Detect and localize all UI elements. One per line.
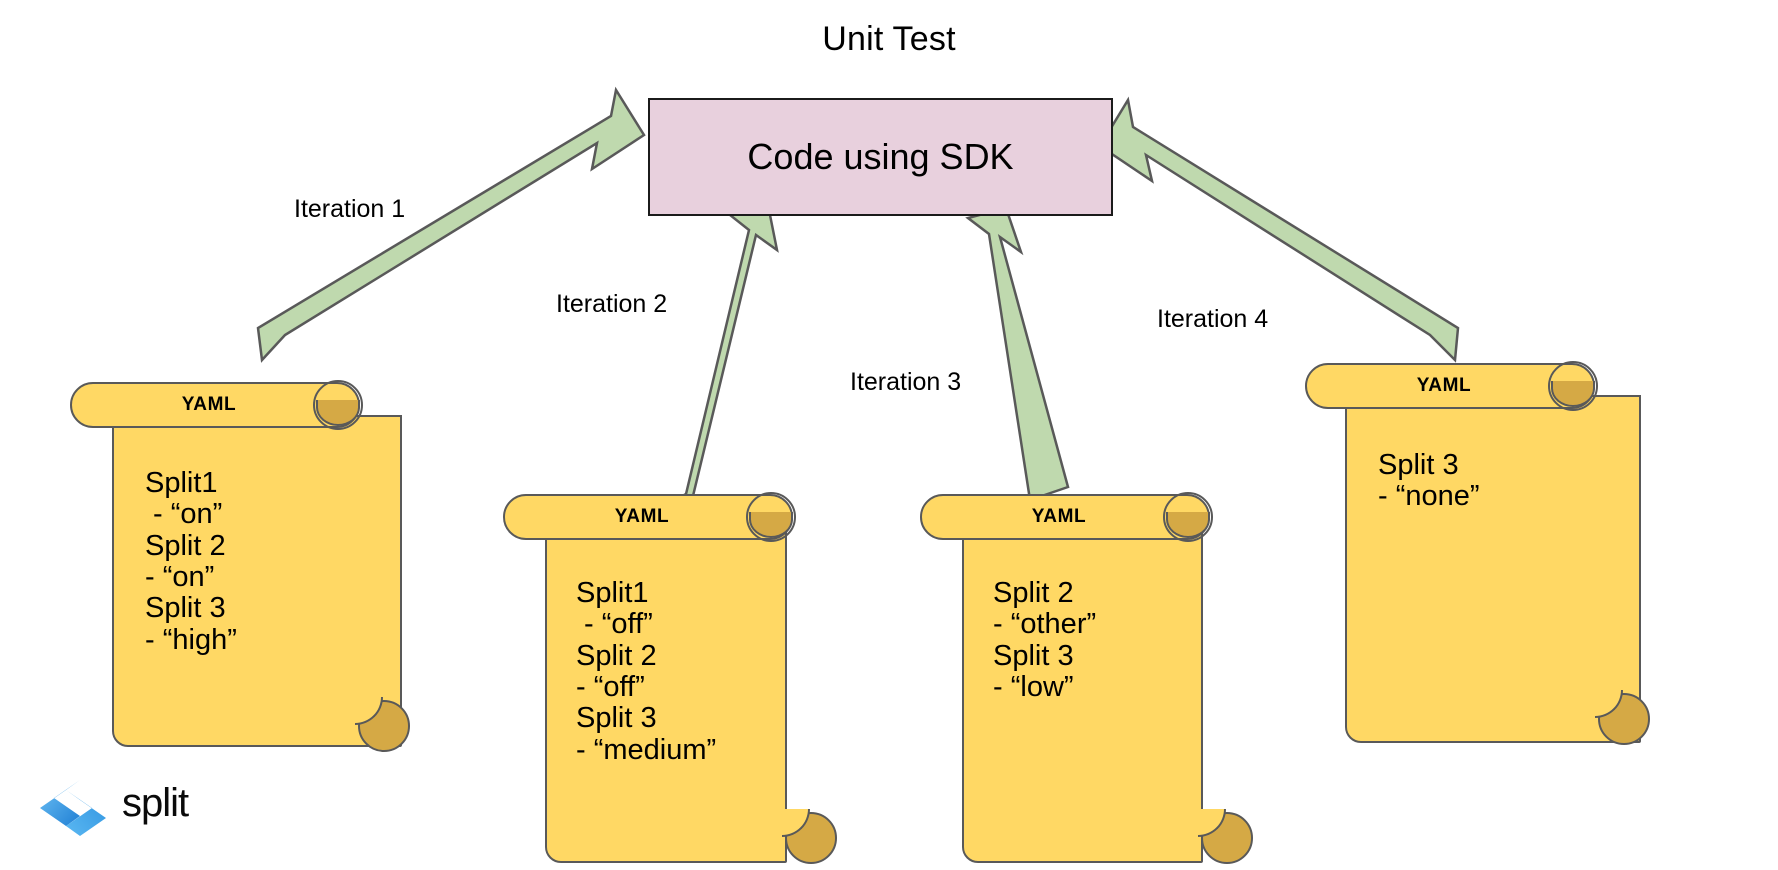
yaml-document-4-header: YAML bbox=[1305, 363, 1595, 409]
yaml-document-1-top-curl bbox=[313, 380, 363, 430]
arrow-iteration-4 bbox=[1098, 96, 1460, 363]
code-using-sdk-label: Code using SDK bbox=[747, 136, 1014, 177]
arrow-iteration-1 bbox=[256, 86, 646, 363]
split-brand-logo: split bbox=[40, 775, 189, 831]
code-using-sdk-node: Code using SDK bbox=[648, 98, 1113, 216]
yaml-document-2-body bbox=[545, 527, 787, 863]
yaml-document-3-top-curl bbox=[1163, 492, 1213, 542]
arrow-iteration-3 bbox=[965, 206, 1070, 502]
arrow-label-iteration-1: Iteration 1 bbox=[294, 195, 406, 223]
yaml-document-3-header: YAML bbox=[920, 494, 1210, 540]
arrow-label-iteration-4: Iteration 4 bbox=[1157, 305, 1269, 333]
yaml-document-1-content: Split1 - “on” Split 2 - “on” Split 3 - “… bbox=[145, 467, 237, 656]
arrow-iteration-2 bbox=[651, 203, 779, 515]
split-logo-icon bbox=[40, 780, 106, 836]
split-wordmark: split bbox=[122, 781, 189, 825]
yaml-document-2-content: Split1 - “off” Split 2 - “off” Split 3 -… bbox=[576, 577, 717, 766]
yaml-document-4-header-label: YAML bbox=[1416, 375, 1472, 396]
yaml-document-4-content: Split 3 - “none” bbox=[1378, 449, 1480, 513]
yaml-document-3-body bbox=[962, 527, 1203, 863]
split-logo-mark-spacer bbox=[40, 775, 112, 831]
yaml-document-2-header: YAML bbox=[503, 494, 793, 540]
arrow-label-iteration-2: Iteration 2 bbox=[556, 290, 668, 318]
yaml-document-1-body bbox=[112, 415, 402, 747]
yaml-document-3-bottom-curl bbox=[1201, 812, 1253, 864]
yaml-document-2-header-label: YAML bbox=[614, 506, 670, 527]
yaml-document-3-header-label: YAML bbox=[1031, 506, 1087, 527]
yaml-document-3-content: Split 2 - “other” Split 3 - “low” bbox=[993, 577, 1097, 703]
page-title: Unit Test bbox=[822, 20, 956, 58]
arrow-label-iteration-3: Iteration 3 bbox=[850, 368, 962, 396]
yaml-document-2-top-curl bbox=[746, 492, 796, 542]
yaml-document-4-top-curl bbox=[1548, 361, 1598, 411]
yaml-document-1-header-label: YAML bbox=[181, 394, 237, 415]
